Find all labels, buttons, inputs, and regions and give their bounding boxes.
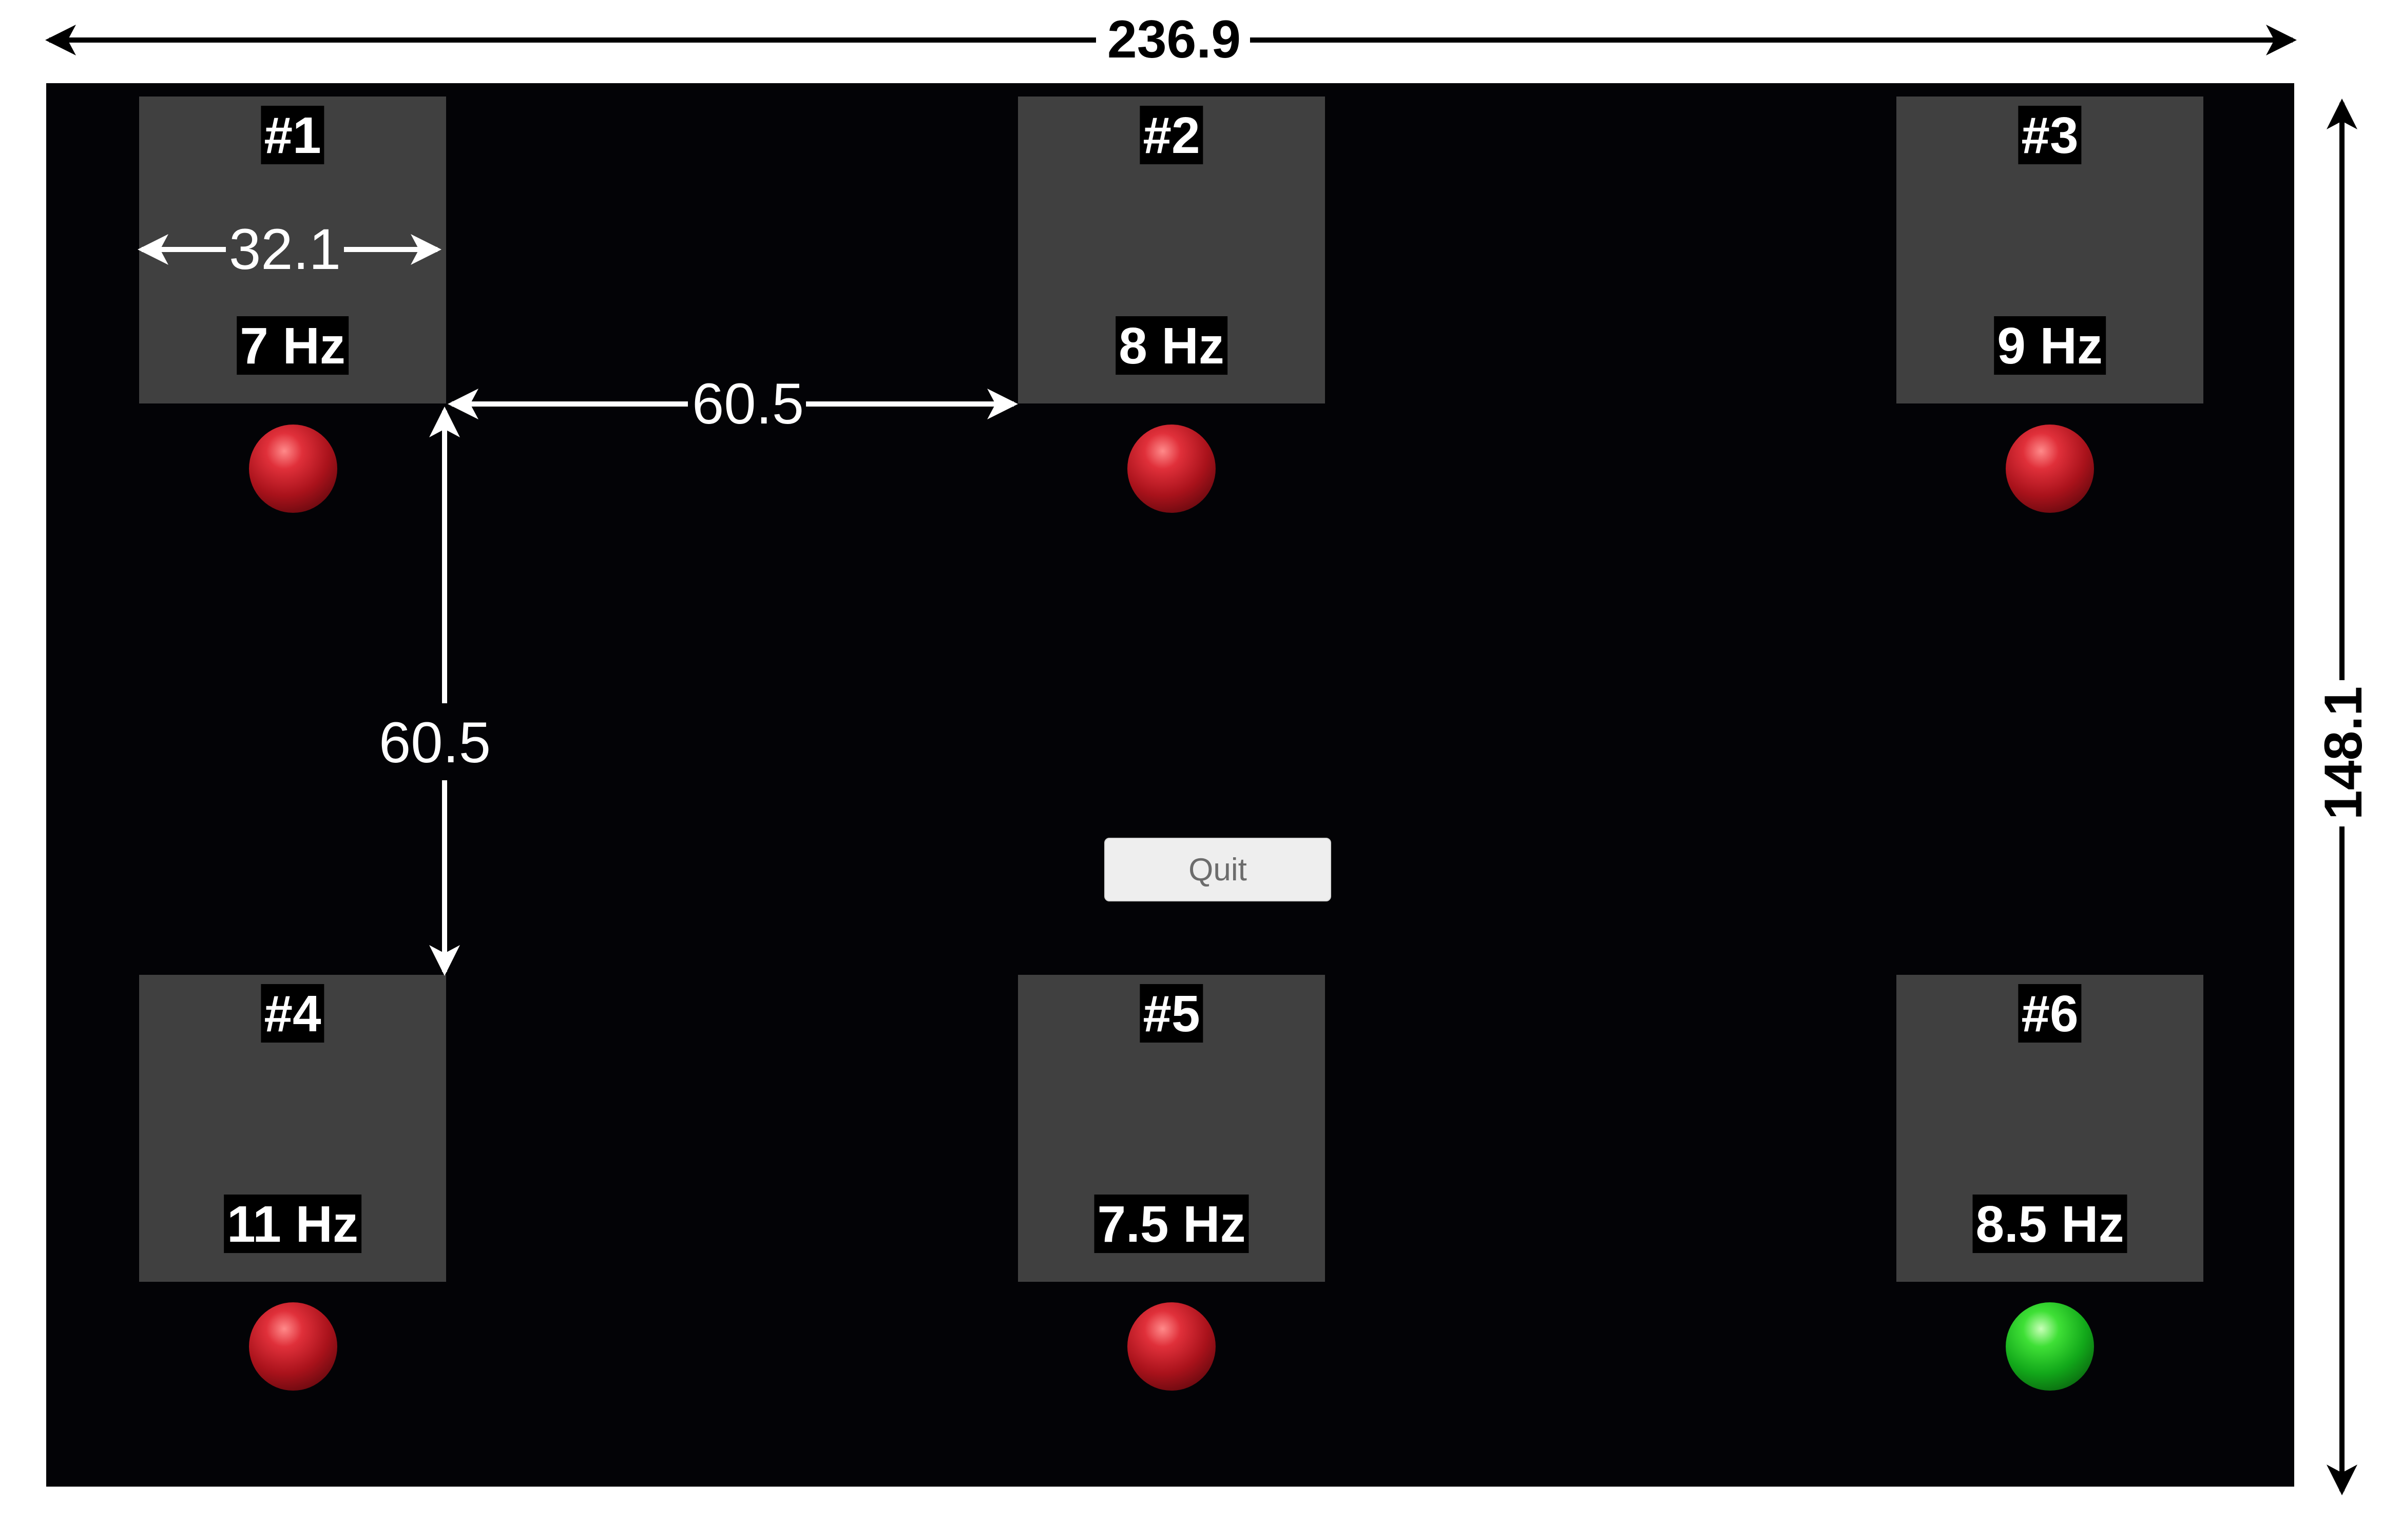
target-frequency-label: 7.5 Hz [1094,1195,1249,1253]
target-panel-5[interactable]: #5 7.5 Hz [1018,975,1325,1282]
target-number-label: #1 [261,106,324,164]
target-number-label: #2 [1140,106,1203,164]
target-number-label: #3 [2018,106,2082,164]
target-panel-6[interactable]: #6 8.5 Hz [1896,975,2203,1282]
overall-height-dimension: 148.1 [2314,98,2373,1496]
vertical-spacing-dimension: 60.5 [379,406,491,976]
quit-button[interactable]: Quit [1104,838,1331,901]
target-width-label: 32.1 [229,217,341,281]
horizontal-spacing-label: 60.5 [692,372,804,436]
target-number-label: #5 [1140,984,1203,1043]
overall-height-label: 148.1 [2314,686,2373,820]
status-indicator-4 [249,1302,337,1391]
vertical-spacing-label: 60.5 [379,710,491,775]
target-panel-3[interactable]: #3 9 Hz [1896,97,2203,403]
target-frequency-label: 8.5 Hz [1972,1195,2127,1253]
target-panel-2[interactable]: #2 8 Hz [1018,97,1325,403]
target-frequency-label: 8 Hz [1116,316,1227,375]
target-panel-4[interactable]: #4 11 Hz [139,975,446,1282]
target-width-dimension: 32.1 [137,217,442,281]
app-screen: #1 7 Hz #2 8 Hz #3 9 Hz #4 11 Hz #5 7.5 … [46,83,2294,1487]
status-indicator-6 [2006,1302,2094,1391]
overall-width-dimension: 236.9 [45,10,2297,69]
target-number-label: #6 [2018,984,2082,1043]
target-frequency-label: 11 Hz [224,1195,361,1253]
overall-width-label: 236.9 [1107,10,1241,69]
target-frequency-label: 7 Hz [237,316,349,375]
status-indicator-3 [2006,425,2094,513]
horizontal-spacing-dimension: 60.5 [447,372,1019,436]
status-indicator-1 [249,425,337,513]
target-number-label: #4 [261,984,324,1043]
target-frequency-label: 9 Hz [1994,316,2106,375]
status-indicator-2 [1127,425,1216,513]
status-indicator-5 [1127,1302,1216,1391]
